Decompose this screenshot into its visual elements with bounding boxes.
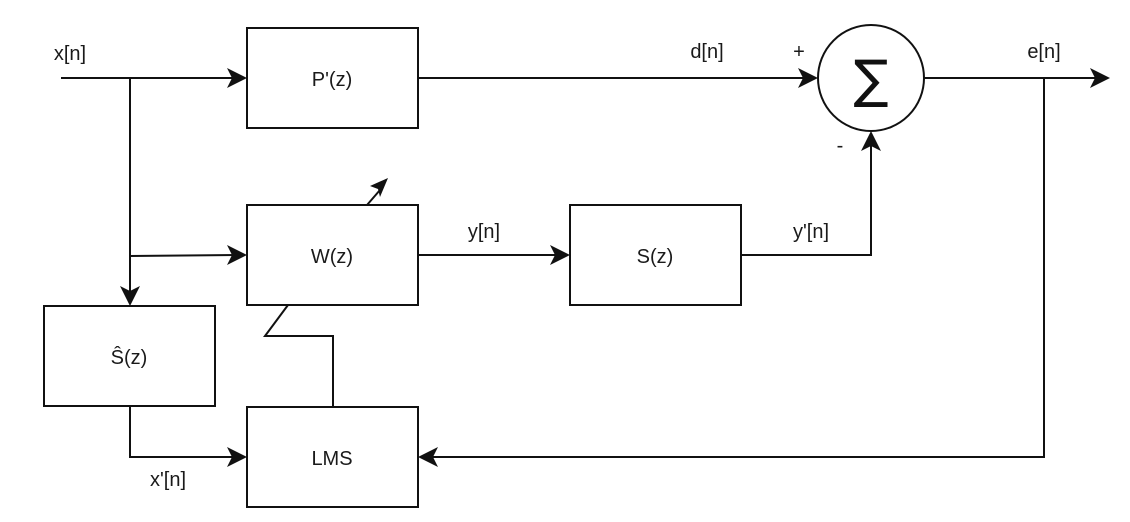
summing-junction: ∑ + - [793, 24, 925, 157]
block-w-label: W(z) [311, 246, 353, 268]
label-x-prime: x'[n] [150, 469, 186, 491]
plus-sign: + [793, 41, 805, 63]
signal-labels: x[n] d[n] y[n] y'[n] e[n] x'[n] [54, 41, 1061, 491]
block-p-prime-label: P'(z) [312, 69, 352, 91]
label-d: d[n] [690, 41, 723, 63]
block-w-box [246, 204, 419, 306]
block-s-box [569, 204, 742, 306]
label-e: e[n] [1027, 41, 1060, 63]
block-p-prime-box [246, 27, 419, 129]
arrowhead-output [1090, 68, 1110, 88]
arrowhead-into-lms-error [418, 447, 438, 467]
arrowhead-into-p [227, 68, 247, 88]
wire-y-prime [741, 141, 872, 256]
wire-x-to-w [129, 254, 238, 257]
block-s: S(z) [569, 204, 742, 306]
block-lms-label: LMS [311, 448, 352, 470]
wire-adaptation [263, 304, 334, 407]
block-s-hat-label: Ŝ(z) [111, 346, 148, 369]
adaptive-arrow-shaft [366, 189, 381, 206]
minus-sign: - [837, 135, 844, 157]
block-s-label: S(z) [637, 246, 674, 268]
label-y-prime: y'[n] [793, 221, 829, 243]
block-lms: LMS [246, 406, 419, 508]
arrowhead-into-sum-plus [798, 68, 818, 88]
sigma-icon: ∑ [853, 50, 888, 110]
arrowhead-into-s [550, 245, 570, 265]
arrowhead-into-lms-ref [227, 447, 247, 467]
adaptive-arrow-icon [370, 178, 388, 197]
block-w: W(z) [246, 204, 419, 306]
arrowhead-into-sum-minus [861, 131, 881, 151]
wire-e-feedback [428, 78, 1045, 458]
label-x: x[n] [54, 43, 86, 65]
arrowhead-into-s-hat [120, 286, 140, 306]
block-s-hat: Ŝ(z) [43, 305, 216, 407]
label-y: y[n] [468, 221, 500, 243]
block-p-prime: P'(z) [246, 27, 419, 129]
wires [61, 68, 1110, 467]
arrowhead-into-w [227, 245, 247, 265]
wire-x-prime [129, 406, 237, 458]
block-lms-box [246, 406, 419, 508]
block-s-hat-box [43, 305, 216, 407]
